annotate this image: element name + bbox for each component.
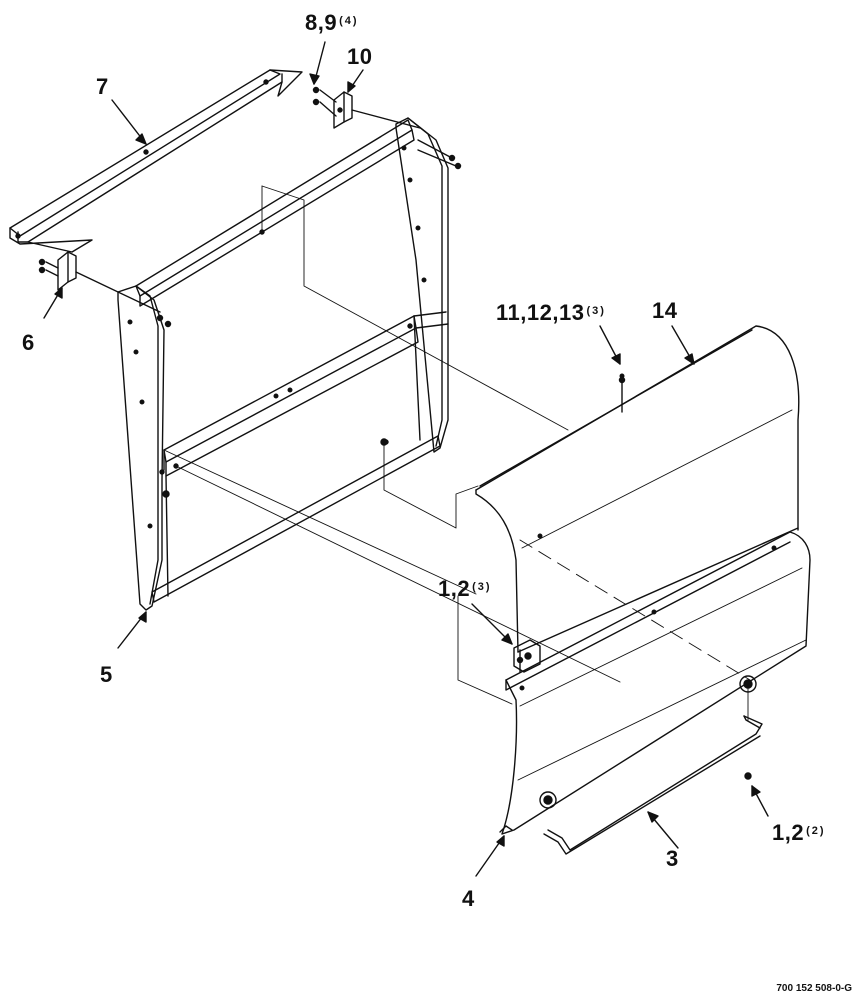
callout-label: 5 [100, 662, 113, 687]
callout-label: 1,2 [772, 820, 805, 845]
callout-label: 7 [96, 74, 109, 99]
callout-label: 8,9 [305, 10, 338, 35]
callout-8-9: 8,9(4) [305, 12, 359, 34]
callout-label: 1,2 [438, 576, 471, 601]
callout-label: 4 [462, 886, 475, 911]
callout-label: 14 [652, 298, 678, 323]
callout-1-2-bottom: 1,2(2) [772, 822, 826, 844]
callout-11-12-13: 11,12,13(3) [496, 302, 606, 324]
callout-10: 10 [347, 46, 372, 68]
callout-14: 14 [652, 300, 677, 322]
top-rail-part [9, 69, 303, 253]
callout-label: 3 [666, 846, 679, 871]
lower-panel-part [499, 531, 811, 835]
callout-label: 10 [347, 44, 373, 69]
right-bracket-part [312, 86, 421, 129]
callout-label: 6 [22, 330, 35, 355]
callout-quantity: (3) [472, 581, 492, 593]
callout-1-2-top: 1,2(3) [438, 578, 492, 600]
figure-code: 700 152 508-0-G [776, 983, 852, 994]
fastener-hardware [383, 376, 752, 780]
callout-quantity: (4) [339, 15, 359, 27]
callout-7: 7 [96, 76, 109, 98]
callout-label: 11,12,13 [496, 300, 585, 325]
callout-5: 5 [100, 664, 113, 686]
callout-4: 4 [462, 888, 475, 910]
handle-bar-part [543, 715, 763, 855]
top-hood-part [475, 325, 800, 653]
callout-6: 6 [22, 332, 35, 354]
main-frame-part [117, 117, 462, 611]
callout-quantity: (2) [806, 825, 826, 837]
assembly-lines [163, 185, 751, 721]
callout-quantity: (3) [586, 305, 606, 317]
leader-arrows [43, 41, 769, 877]
callout-3: 3 [666, 848, 679, 870]
